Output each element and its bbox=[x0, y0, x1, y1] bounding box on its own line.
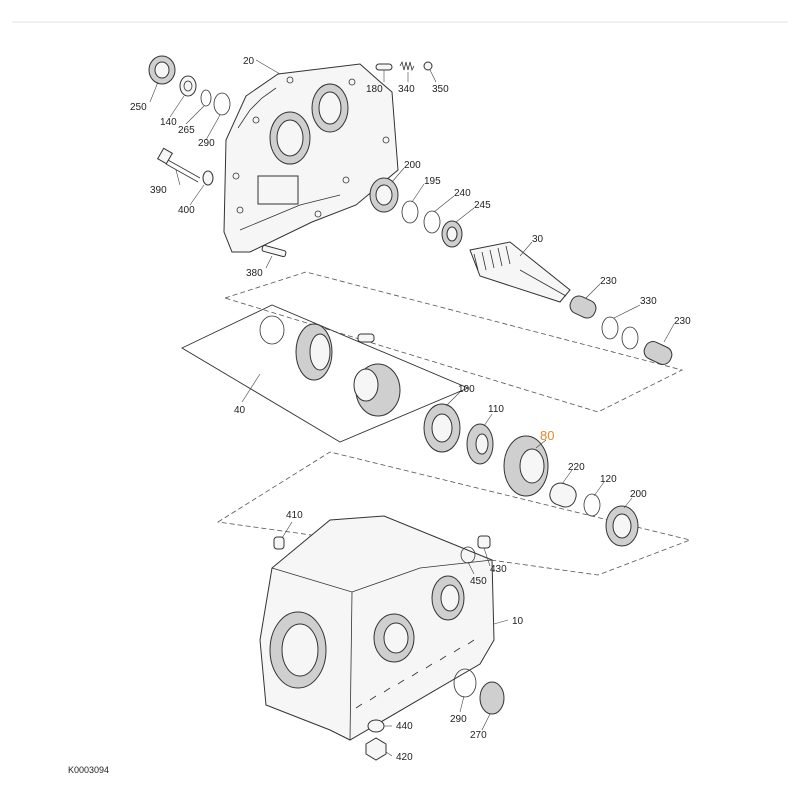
sleeve-220[interactable] bbox=[547, 480, 579, 510]
group-40-box bbox=[181, 304, 470, 443]
spur-gear-group40[interactable] bbox=[353, 363, 401, 417]
needle-bearing-230-a[interactable] bbox=[567, 293, 598, 320]
dowel-380[interactable] bbox=[261, 244, 287, 258]
label-390[interactable]: 390 bbox=[150, 185, 167, 196]
label-440[interactable]: 440 bbox=[396, 721, 413, 732]
plug-430[interactable] bbox=[477, 535, 491, 549]
cover-270[interactable] bbox=[479, 681, 505, 715]
seal-ring-450[interactable] bbox=[460, 546, 476, 564]
label-30[interactable]: 30 bbox=[532, 234, 544, 245]
bevel-gear-group40[interactable] bbox=[295, 323, 333, 381]
label-110[interactable]: 110 bbox=[488, 404, 504, 415]
circlip-290-top[interactable] bbox=[213, 92, 231, 116]
ring-330-a[interactable] bbox=[601, 316, 619, 340]
label-380[interactable]: 380 bbox=[246, 268, 263, 279]
plug-410[interactable] bbox=[273, 536, 285, 550]
ring-330-b[interactable] bbox=[621, 326, 639, 350]
bearing-200-lower[interactable] bbox=[605, 505, 639, 547]
bearing-245[interactable] bbox=[441, 220, 463, 248]
label-265[interactable]: 265 bbox=[178, 125, 195, 136]
washer-400[interactable] bbox=[202, 170, 214, 186]
snap-ring-group40[interactable] bbox=[259, 315, 285, 345]
label-290-bottom[interactable]: 290 bbox=[450, 714, 467, 725]
washer-440[interactable] bbox=[367, 719, 385, 733]
label-10[interactable]: 10 bbox=[512, 616, 524, 627]
label-250[interactable]: 250 bbox=[130, 102, 147, 113]
label-270[interactable]: 270 bbox=[470, 730, 487, 741]
label-240[interactable]: 240 bbox=[454, 188, 471, 199]
seal-250[interactable] bbox=[148, 55, 176, 85]
label-330[interactable]: 330 bbox=[640, 296, 657, 307]
gear-110[interactable] bbox=[466, 423, 494, 465]
shaft-30[interactable] bbox=[469, 241, 571, 303]
label-80-highlighted[interactable]: 80 bbox=[540, 428, 554, 443]
label-450[interactable]: 450 bbox=[470, 576, 487, 587]
label-20[interactable]: 20 bbox=[243, 56, 255, 67]
label-230-b[interactable]: 230 bbox=[674, 316, 691, 327]
label-340[interactable]: 340 bbox=[398, 84, 415, 95]
label-200-upper[interactable]: 200 bbox=[404, 160, 421, 171]
label-200-lower[interactable]: 200 bbox=[630, 489, 647, 500]
dashed-assembly-outline-upper bbox=[223, 271, 684, 413]
circlip-290-bottom[interactable] bbox=[453, 668, 477, 698]
label-350[interactable]: 350 bbox=[432, 84, 449, 95]
label-430[interactable]: 430 bbox=[490, 564, 507, 575]
label-290-top[interactable]: 290 bbox=[198, 138, 215, 149]
cover-housing[interactable] bbox=[223, 63, 399, 253]
ring-195[interactable] bbox=[401, 200, 419, 224]
bolt-390[interactable] bbox=[156, 147, 201, 183]
ball-350[interactable] bbox=[423, 61, 433, 71]
leader-lines bbox=[149, 59, 675, 757]
spring-340[interactable] bbox=[399, 60, 415, 72]
label-230-a[interactable]: 230 bbox=[600, 276, 617, 287]
label-420[interactable]: 420 bbox=[396, 752, 413, 763]
bearing-200-upper[interactable] bbox=[369, 177, 399, 213]
label-195[interactable]: 195 bbox=[424, 176, 441, 187]
bushing-140[interactable] bbox=[179, 75, 197, 97]
needle-bearing-230-b[interactable] bbox=[642, 339, 675, 367]
label-410[interactable]: 410 bbox=[286, 510, 303, 521]
ring-120[interactable] bbox=[583, 493, 601, 517]
label-180[interactable]: 180 bbox=[366, 84, 383, 95]
gear-100[interactable] bbox=[423, 403, 461, 453]
ring-265[interactable] bbox=[200, 89, 212, 107]
ring-240[interactable] bbox=[423, 210, 441, 234]
label-400[interactable]: 400 bbox=[178, 205, 195, 216]
pin-180[interactable] bbox=[375, 63, 393, 71]
label-120[interactable]: 120 bbox=[600, 474, 617, 485]
plug-420[interactable] bbox=[365, 737, 387, 761]
label-245[interactable]: 245 bbox=[474, 200, 491, 211]
main-housing[interactable] bbox=[259, 515, 495, 741]
gear-80[interactable] bbox=[503, 435, 549, 497]
label-220[interactable]: 220 bbox=[568, 462, 585, 473]
image-code: K0003094 bbox=[68, 765, 109, 775]
label-100[interactable]: 100 bbox=[458, 384, 475, 395]
label-40[interactable]: 40 bbox=[234, 405, 246, 416]
key-group40[interactable] bbox=[357, 333, 375, 343]
label-140[interactable]: 140 bbox=[160, 117, 177, 128]
